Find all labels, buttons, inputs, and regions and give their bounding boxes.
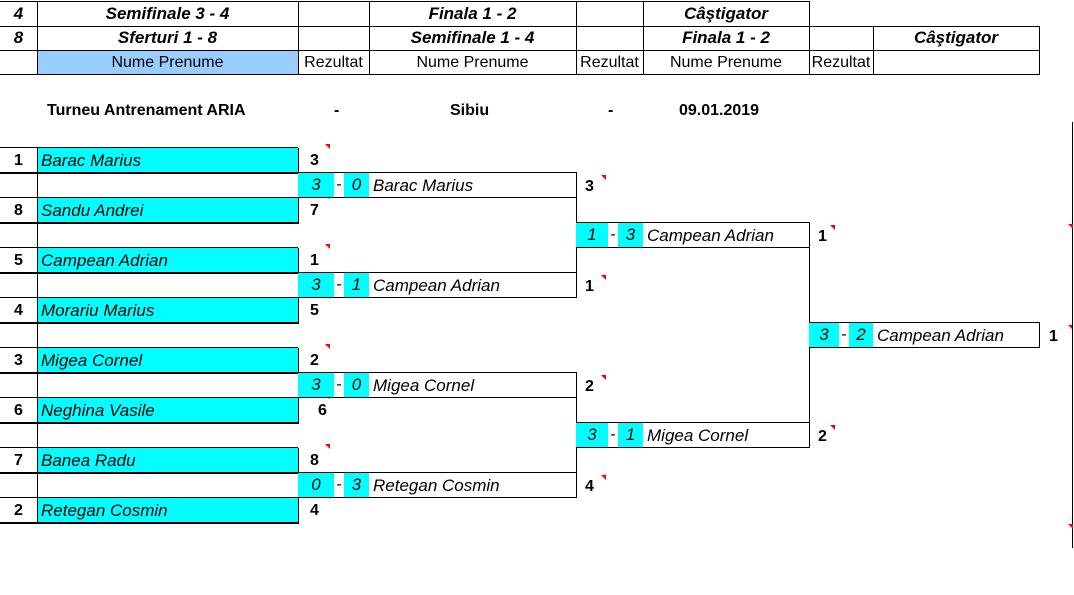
player-result: 7 (310, 202, 319, 219)
header-finala-1-2-row2: Finala 1 - 2 (682, 28, 770, 47)
winner-result: 2 (585, 378, 594, 395)
seed-number: 2 (14, 502, 23, 519)
column-header-result-1: Rezultat (304, 54, 363, 71)
player-result: 4 (310, 502, 319, 519)
player-result: 1 (310, 252, 319, 269)
comment-indicator (325, 144, 330, 149)
header-castigator-row1: Câştigator (683, 4, 769, 23)
score-separator: - (336, 176, 342, 193)
comment-indicator (1068, 224, 1073, 229)
header-castigator-row2: Câştigator (913, 28, 999, 47)
winner-name: Campean Adrian (373, 276, 500, 295)
seed-number: 7 (14, 452, 23, 469)
tournament-date: 09.01.2019 (679, 102, 760, 119)
player-result: 5 (310, 302, 319, 319)
player-name-cell: Migea Cornel (37, 348, 298, 373)
final-score-right: 2 (849, 323, 873, 347)
title-separator-1: - (334, 102, 340, 119)
seed-number: 8 (14, 202, 23, 219)
player-result: 2 (310, 352, 319, 369)
score-left: 3 (576, 423, 608, 447)
player-result: 3 (310, 152, 319, 169)
header-semifinale-1-4: Semifinale 1 - 4 (410, 28, 535, 47)
seed-number: 6 (14, 402, 23, 419)
winner-result: 2 (818, 428, 827, 445)
score-right: 1 (618, 423, 643, 447)
tournament-name: Turneu Antrenament ARIA (47, 102, 246, 119)
comment-indicator (325, 344, 330, 349)
winner-name: Barac Marius (373, 176, 474, 195)
winner-result: 1 (818, 228, 827, 245)
comment-indicator (601, 475, 606, 480)
score-right: 3 (344, 473, 369, 497)
seed-number: 3 (14, 352, 23, 369)
winner-name: Retegan Cosmin (373, 476, 500, 495)
comment-indicator (1068, 524, 1073, 529)
score-right: 1 (344, 273, 369, 297)
comment-indicator (1068, 325, 1073, 330)
score-left: 3 (298, 373, 334, 397)
title-separator-2: - (608, 102, 614, 119)
tournament-city: Sibiu (450, 102, 490, 119)
score-right: 0 (344, 373, 369, 397)
header-semifinale-3-4: Semifinale 3 - 4 (105, 4, 230, 23)
winner-name: Migea Cornel (647, 426, 749, 445)
seed-number: 5 (14, 252, 23, 269)
score-right: 0 (344, 173, 369, 197)
player-name-cell: Banea Radu (37, 448, 298, 473)
player-name-cell: Morariu Marius (37, 298, 298, 323)
comment-indicator (325, 444, 330, 449)
champion-result: 1 (1049, 328, 1058, 345)
column-header-result-3: Rezultat (811, 54, 871, 71)
winner-name: Campean Adrian (647, 226, 774, 245)
score-left: 3 (298, 173, 334, 197)
seed-number: 1 (14, 152, 23, 169)
player-name-cell: Sandu Andrei (37, 198, 298, 223)
score-separator: - (610, 226, 616, 243)
player-name-cell: Campean Adrian (37, 248, 298, 273)
comment-indicator (601, 375, 606, 380)
column-header-name-1: Nume Prenume (37, 51, 298, 74)
comment-indicator (325, 244, 330, 249)
score-left: 3 (298, 273, 334, 297)
score-separator: - (336, 376, 342, 393)
champion-name: Campean Adrian (877, 326, 1004, 345)
player-name-cell: Neghina Vasile (37, 398, 298, 423)
header-row1-number: 4 (13, 4, 24, 23)
column-header-result-2: Rezultat (580, 54, 639, 71)
score-left: 1 (576, 223, 608, 247)
winner-result: 3 (585, 178, 594, 195)
winner-result: 1 (585, 278, 594, 295)
final-score-left: 3 (809, 323, 839, 347)
score-separator: - (336, 476, 342, 493)
score-separator: - (610, 426, 616, 443)
score-separator: - (336, 276, 342, 293)
player-name-cell: Barac Marius (37, 148, 298, 173)
header-finala-1-2-row1: Finala 1 - 2 (428, 4, 517, 23)
winner-result: 4 (585, 478, 594, 495)
score-left: 0 (298, 473, 334, 497)
winner-name: Migea Cornel (373, 376, 475, 395)
seed-number: 4 (14, 302, 23, 319)
header-sferturi-1-8: Sferturi 1 - 8 (117, 28, 218, 47)
comment-indicator (830, 225, 835, 230)
column-header-name-2: Nume Prenume (416, 54, 529, 71)
score-separator: - (841, 326, 847, 343)
comment-indicator (601, 175, 606, 180)
comment-indicator (601, 275, 606, 280)
comment-indicator (830, 425, 835, 430)
player-result: 8 (310, 452, 319, 469)
player-name-cell: Retegan Cosmin (37, 498, 298, 523)
header-row2-number: 8 (13, 28, 24, 47)
player-result: 6 (318, 402, 327, 419)
column-header-name-3: Nume Prenume (669, 54, 783, 71)
score-right: 3 (618, 223, 643, 247)
